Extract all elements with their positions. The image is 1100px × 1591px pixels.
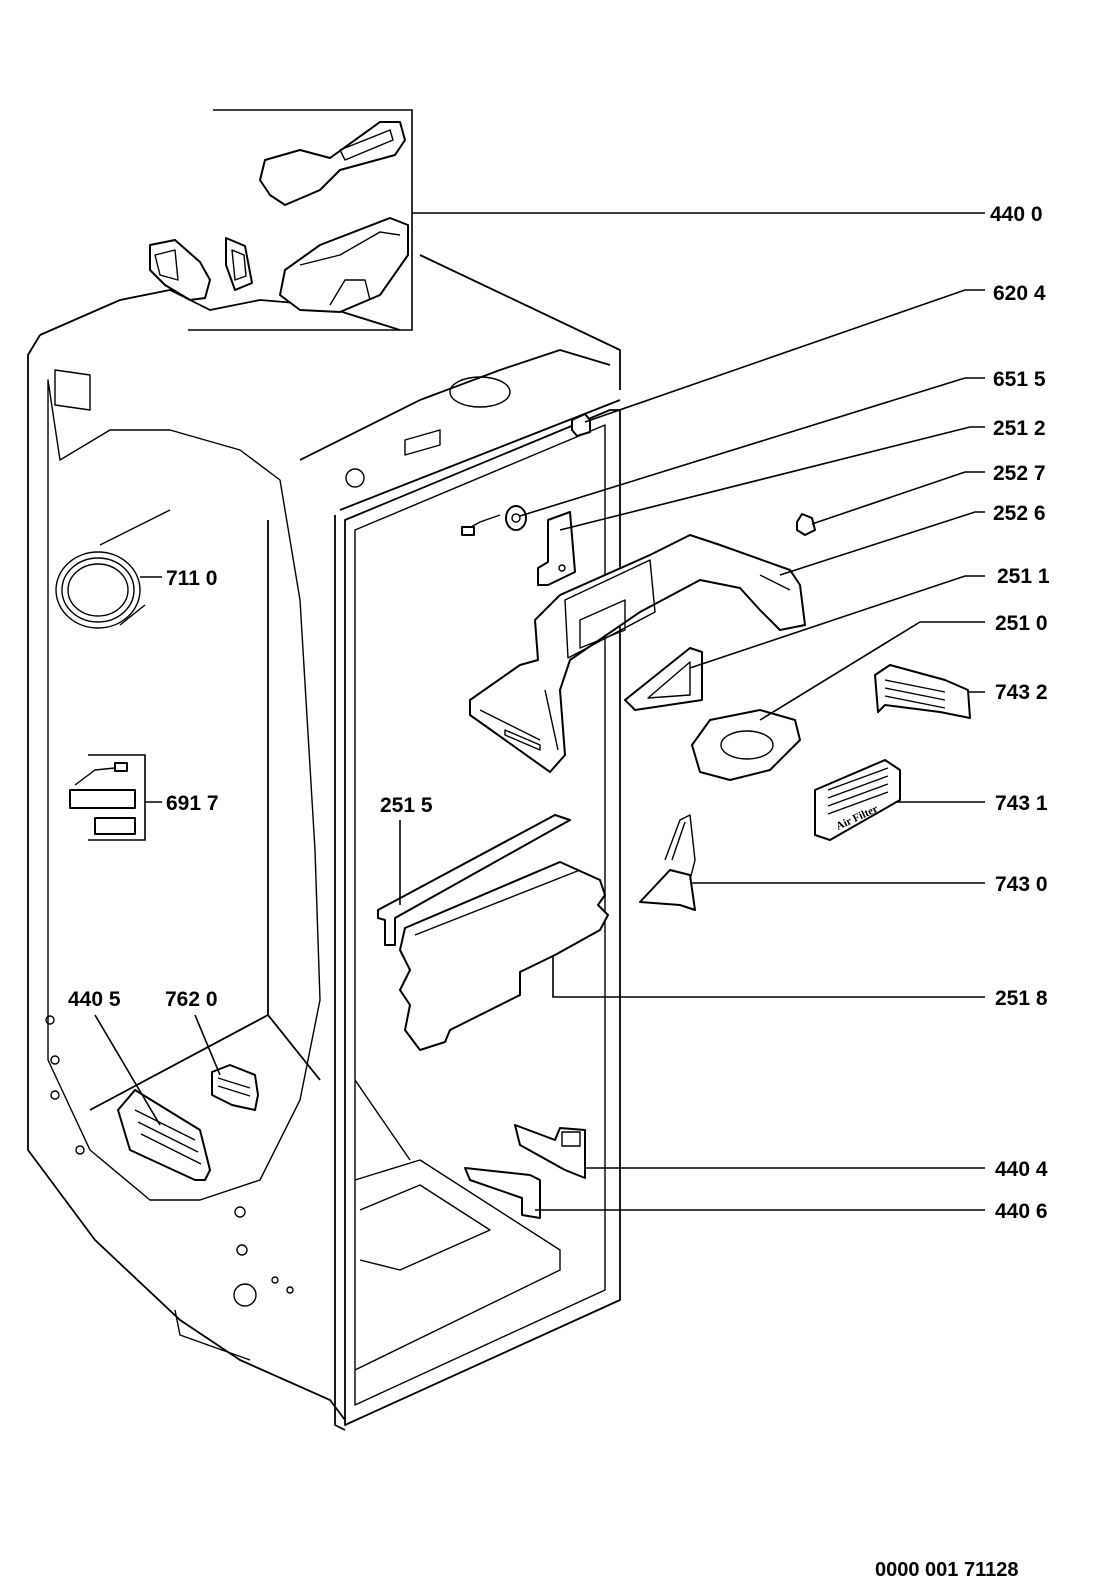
callout-7432: 743 2: [995, 681, 1048, 704]
knob-part-2527: [796, 513, 816, 536]
callout-2527: 252 7: [993, 462, 1046, 485]
coil-tube-part-7110: [55, 509, 171, 629]
grille-part-7432: [874, 664, 971, 719]
callout-2510: 251 0: [995, 612, 1048, 635]
disk-plate-part-2510: [691, 709, 801, 781]
control-housing-part-2526: [469, 534, 806, 773]
filter-bracket-part-7430: [639, 814, 696, 911]
callout-7430: 743 0: [995, 873, 1048, 896]
sensor-part-6515: [461, 505, 527, 536]
refrigerator-cabinet: [27, 254, 621, 1431]
callout-4406: 440 6: [995, 1200, 1048, 1223]
clip-part-6204: [571, 413, 591, 437]
callout-4404: 440 4: [995, 1158, 1048, 1181]
callout-4405: 440 5: [68, 988, 121, 1011]
wire-kit-part-6917: [69, 754, 146, 841]
evaporator-cover-part-2518: [399, 861, 609, 1051]
callout-7620: 762 0: [165, 988, 218, 1011]
callout-2518: 251 8: [995, 987, 1048, 1010]
vent-grille-part-4405: [117, 1089, 211, 1181]
callout-labels: 440 0 620 4 651 5 251 2 252 7 252 6 251 …: [68, 203, 1050, 1223]
callout-6515: 651 5: [993, 368, 1046, 391]
air-filter-cover-part-7431: Air Filter: [814, 759, 901, 841]
plate-part-2512: [537, 511, 576, 586]
rail-part-2515: [377, 814, 571, 946]
air-duct-assembly-group: [149, 109, 413, 331]
bracket-part-4404: [514, 1124, 586, 1179]
callout-2515: 251 5: [380, 794, 433, 817]
callout-4400: 440 0: [990, 203, 1043, 226]
callout-6917: 691 7: [166, 792, 219, 815]
leader-lines: [94, 212, 985, 1211]
bracket-part-4406: [464, 1167, 541, 1219]
bracket-part-2511: [624, 647, 703, 711]
callout-2511: 251 1: [997, 565, 1050, 588]
callout-6204: 620 4: [993, 282, 1046, 305]
document-number: 0000 001 71128: [875, 1559, 1019, 1581]
filter-block-part-7620: [211, 1064, 259, 1111]
callout-2526: 252 6: [993, 502, 1046, 525]
callout-7110: 711 0: [166, 567, 217, 590]
callout-2512: 251 2: [993, 417, 1046, 440]
callout-7431: 743 1: [995, 792, 1048, 815]
